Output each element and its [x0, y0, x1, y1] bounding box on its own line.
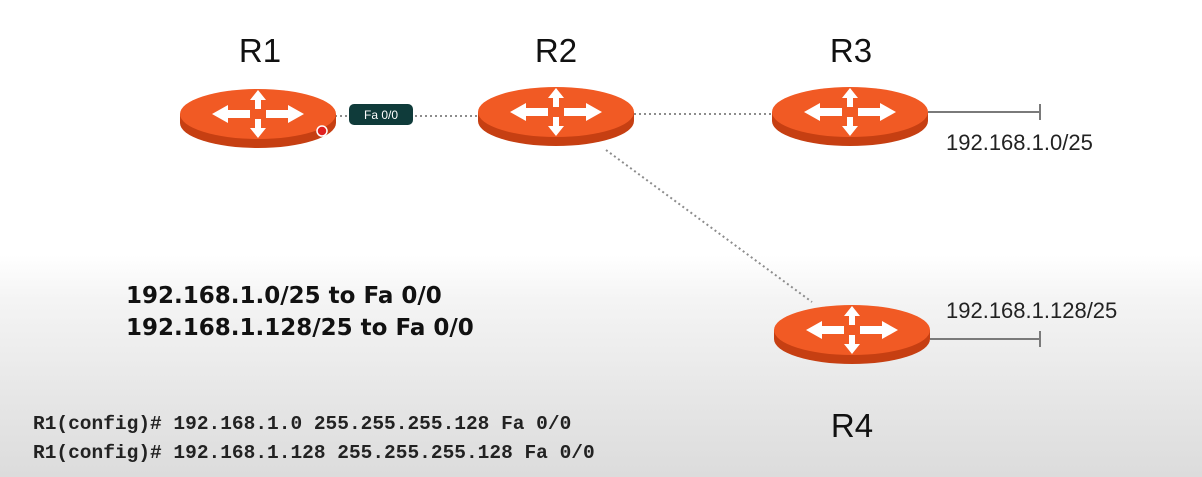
router-r3[interactable]: [772, 87, 928, 146]
route-list: 192.168.1.0/25 to Fa 0/0 192.168.1.128/2…: [126, 280, 474, 344]
cli-commands: R1(config)# 192.168.1.0 255.255.255.128 …: [33, 410, 595, 468]
interface-tag: Fa 0/0: [349, 104, 413, 125]
router-label-r1: R1: [239, 32, 281, 69]
lan-segment-r4: [930, 331, 1041, 347]
router-r4[interactable]: [774, 305, 930, 364]
router-label-r2: R2: [535, 32, 577, 69]
lan-segment-r3: [928, 104, 1041, 120]
interface-tag-label: Fa 0/0: [364, 108, 398, 122]
router-r2[interactable]: [478, 87, 634, 146]
network-label-r3: 192.168.1.0/25: [946, 130, 1093, 155]
route-entry: 192.168.1.128/25 to Fa 0/0: [126, 315, 474, 341]
router-label-r3: R3: [830, 32, 872, 69]
pointer-dot: [316, 125, 328, 137]
router-label-r4: R4: [831, 407, 873, 444]
cli-line: R1(config)# 192.168.1.0 255.255.255.128 …: [33, 413, 572, 435]
router-r1[interactable]: [180, 89, 336, 148]
route-entry: 192.168.1.0/25 to Fa 0/0: [126, 283, 442, 309]
link-r2-r4: [605, 149, 813, 303]
network-label-r4: 192.168.1.128/25: [946, 298, 1117, 323]
cli-line: R1(config)# 192.168.1.128 255.255.255.12…: [33, 442, 595, 464]
